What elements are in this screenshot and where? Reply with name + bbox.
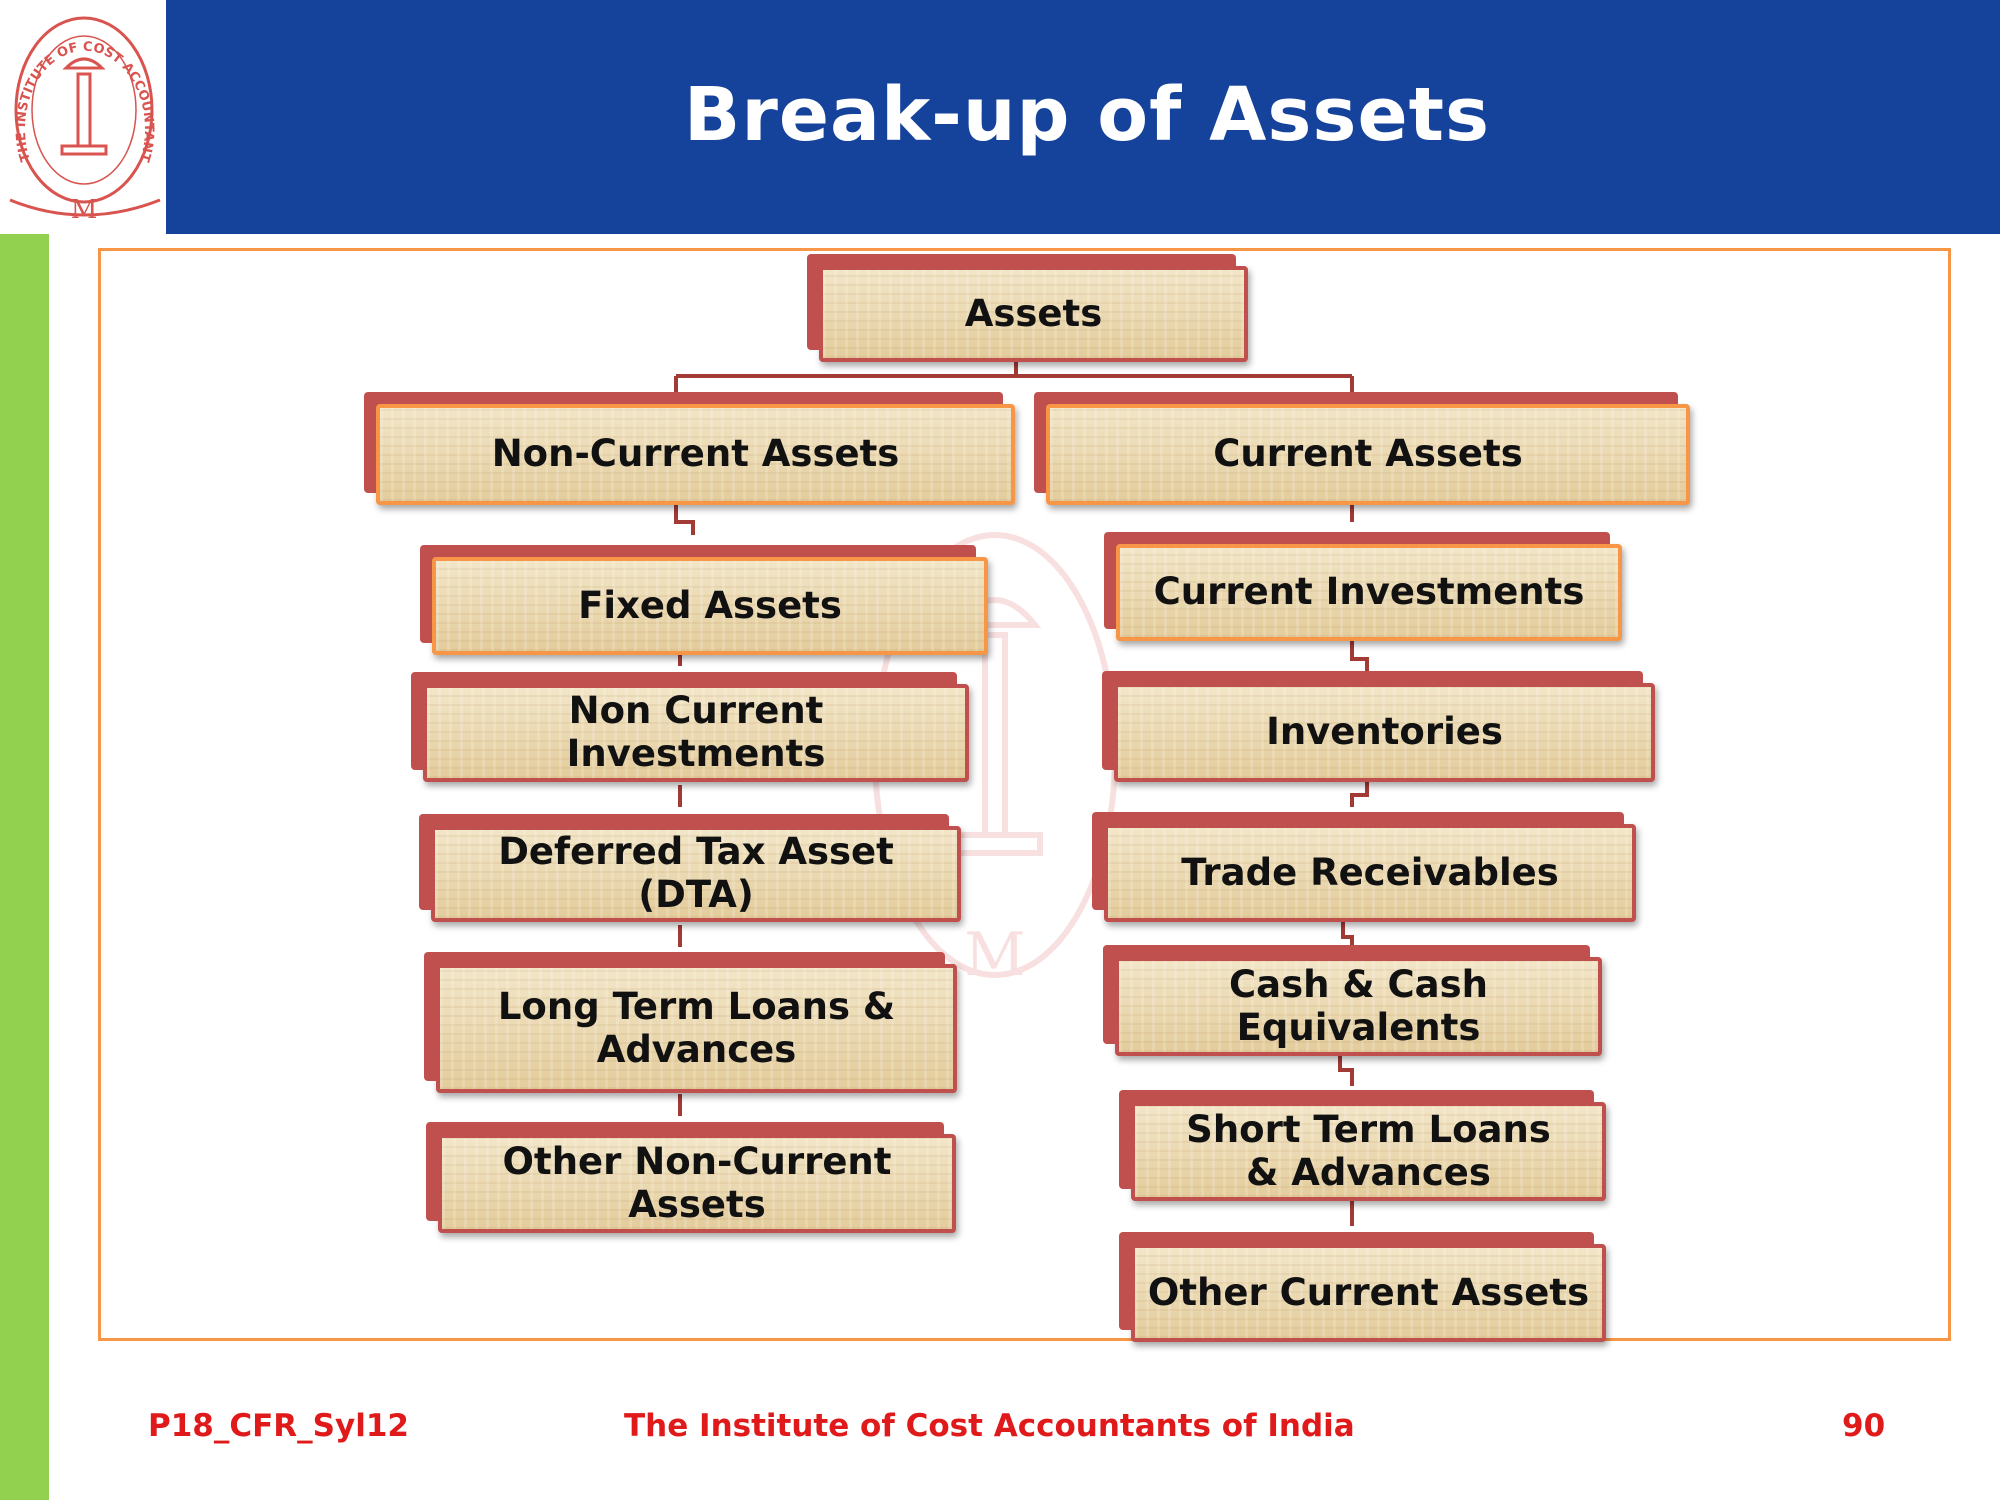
footer-page-number: 90: [1842, 1408, 1886, 1444]
institute-logo: THE INSTITUTE OF COST ACCOUNTANTS OF IND…: [0, 0, 161, 225]
node-current-investments: Current Investments: [1116, 544, 1622, 641]
footer-institute: The Institute of Cost Accountants of Ind…: [624, 1408, 1355, 1444]
node-non-current-investments: Non Current Investments: [423, 684, 969, 782]
accent-strip: [0, 234, 49, 1500]
node-trade-receivables: Trade Receivables: [1104, 824, 1636, 922]
node-cash-equivalents: Cash & Cash Equivalents: [1115, 957, 1602, 1056]
svg-text:M: M: [71, 195, 98, 225]
node-assets: Assets: [819, 266, 1248, 362]
node-non-current-assets: Non-Current Assets: [376, 404, 1015, 505]
node-deferred-tax-asset: Deferred Tax Asset (DTA): [431, 826, 961, 922]
logo-area: THE INSTITUTE OF COST ACCOUNTANTS OF IND…: [0, 0, 166, 234]
node-other-current-assets: Other Current Assets: [1131, 1244, 1606, 1342]
footer-code: P18_CFR_Syl12: [148, 1408, 409, 1444]
node-fixed-assets: Fixed Assets: [432, 557, 988, 655]
node-short-term-loans: Short Term Loans & Advances: [1131, 1102, 1606, 1201]
node-current-assets: Current Assets: [1046, 404, 1690, 505]
svg-text:M: M: [964, 920, 1025, 990]
node-long-term-loans: Long Term Loans & Advances: [436, 964, 957, 1093]
header-bar: Break-up of Assets: [166, 0, 2000, 234]
node-other-non-current-assets: Other Non-Current Assets: [438, 1134, 956, 1233]
node-inventories: Inventories: [1114, 683, 1655, 782]
page-title: Break-up of Assets: [683, 72, 1491, 158]
